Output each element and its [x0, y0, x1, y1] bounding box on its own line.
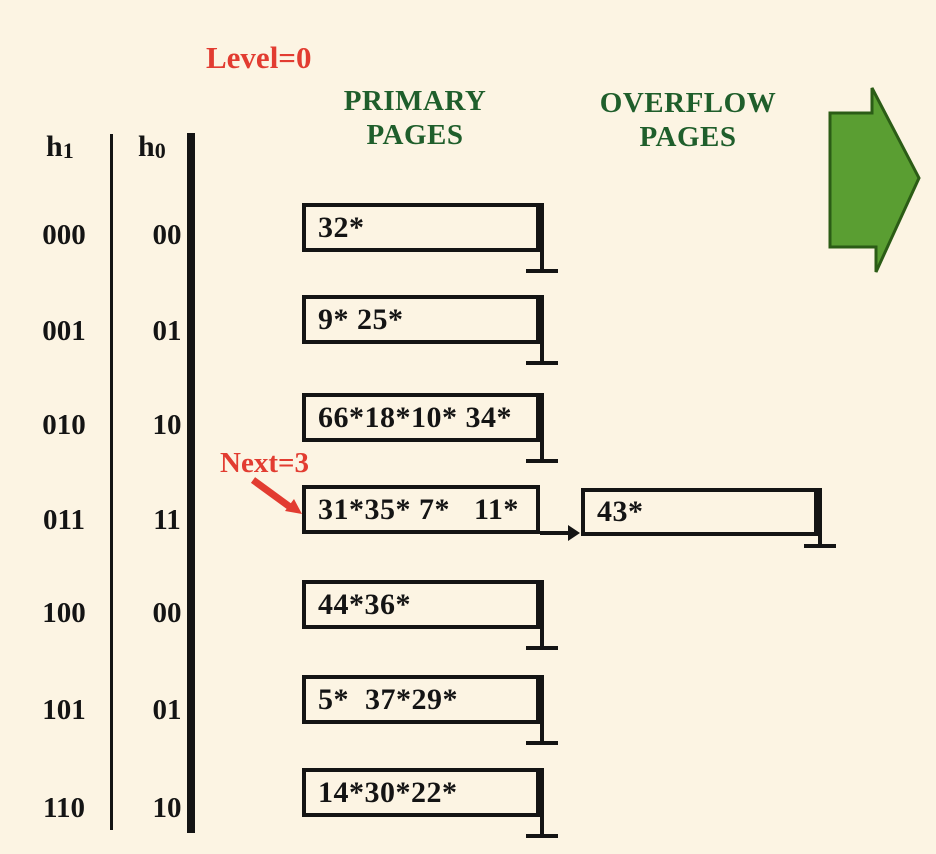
- null-pointer-icon: [540, 580, 544, 650]
- bucket-entries: 31*35* 7* 11*: [318, 492, 519, 526]
- flow-right-arrow-icon: [828, 87, 921, 273]
- h1-h0-divider-line: [110, 134, 113, 830]
- overflow-bucket: 43*: [581, 488, 818, 536]
- hash-row-label-h0: 00: [152, 597, 182, 629]
- primary-bucket: 66*18*10* 34*: [302, 393, 540, 442]
- null-pointer-icon: [804, 544, 836, 548]
- next-pointer-arrow-icon: [250, 477, 302, 514]
- h1-subscript: 1: [62, 138, 74, 163]
- h0-base: h: [138, 130, 155, 163]
- primary-bucket: 44*36*: [302, 580, 540, 629]
- null-pointer-icon: [526, 361, 558, 365]
- h1-base: h: [46, 130, 63, 163]
- hash-row-label-h0: 10: [152, 409, 182, 441]
- null-pointer-icon: [526, 741, 558, 745]
- null-pointer-icon: [540, 675, 544, 745]
- primary-bucket: 5* 37*29*: [302, 675, 540, 724]
- primary-bucket: 14*30*22*: [302, 768, 540, 817]
- hash-row-label-h1: 010: [42, 409, 86, 441]
- bucket-entries: 5* 37*29*: [318, 682, 458, 716]
- bucket-entries: 43*: [597, 495, 644, 528]
- null-pointer-icon: [526, 459, 558, 463]
- hash-row-label-h0: 00: [152, 219, 182, 251]
- null-pointer-icon: [526, 646, 558, 650]
- null-pointer-icon: [526, 269, 558, 273]
- bucket-entries: 9* 25*: [318, 302, 404, 336]
- overflow-link-arrow-icon: [540, 525, 580, 541]
- hash-row-label-h0: 10: [152, 792, 182, 824]
- null-pointer-icon: [540, 295, 544, 365]
- null-pointer-icon: [526, 834, 558, 838]
- null-pointer-icon: [540, 393, 544, 463]
- level-label: Level=0: [206, 40, 312, 75]
- h0-column-header: h0: [138, 130, 166, 164]
- bucket-entries: 44*36*: [318, 587, 411, 621]
- hash-row-label-h1: 001: [42, 315, 86, 347]
- primary-bucket: 32*: [302, 203, 540, 252]
- primary-bucket: 31*35* 7* 11*: [302, 485, 540, 534]
- hash-row-label-h0: 11: [153, 504, 181, 536]
- null-pointer-icon: [540, 768, 544, 838]
- hash-row-label-h1: 100: [42, 597, 86, 629]
- bucket-entries: 32*: [318, 210, 365, 244]
- bucket-entries: 66*18*10* 34*: [318, 400, 512, 434]
- hash-row-label-h0: 01: [152, 315, 182, 347]
- h1-column-header: h1: [46, 130, 74, 164]
- hash-row-label-h0: 01: [152, 694, 182, 726]
- hash-row-label-h1: 000: [42, 219, 86, 251]
- directory-divider-line: [187, 133, 195, 833]
- h0-subscript: 0: [154, 138, 166, 163]
- null-pointer-icon: [818, 488, 822, 548]
- hash-row-label-h1: 101: [42, 694, 86, 726]
- next-label: Next=3: [220, 447, 309, 479]
- null-pointer-icon: [540, 203, 544, 273]
- bucket-entries: 14*30*22*: [318, 775, 458, 809]
- overflow-pages-header: OVERFLOW PAGES: [599, 87, 777, 153]
- primary-bucket: 9* 25*: [302, 295, 540, 344]
- hash-row-label-h1: 110: [43, 792, 85, 824]
- hash-row-label-h1: 011: [43, 504, 85, 536]
- primary-pages-header: PRIMARY PAGES: [343, 85, 487, 151]
